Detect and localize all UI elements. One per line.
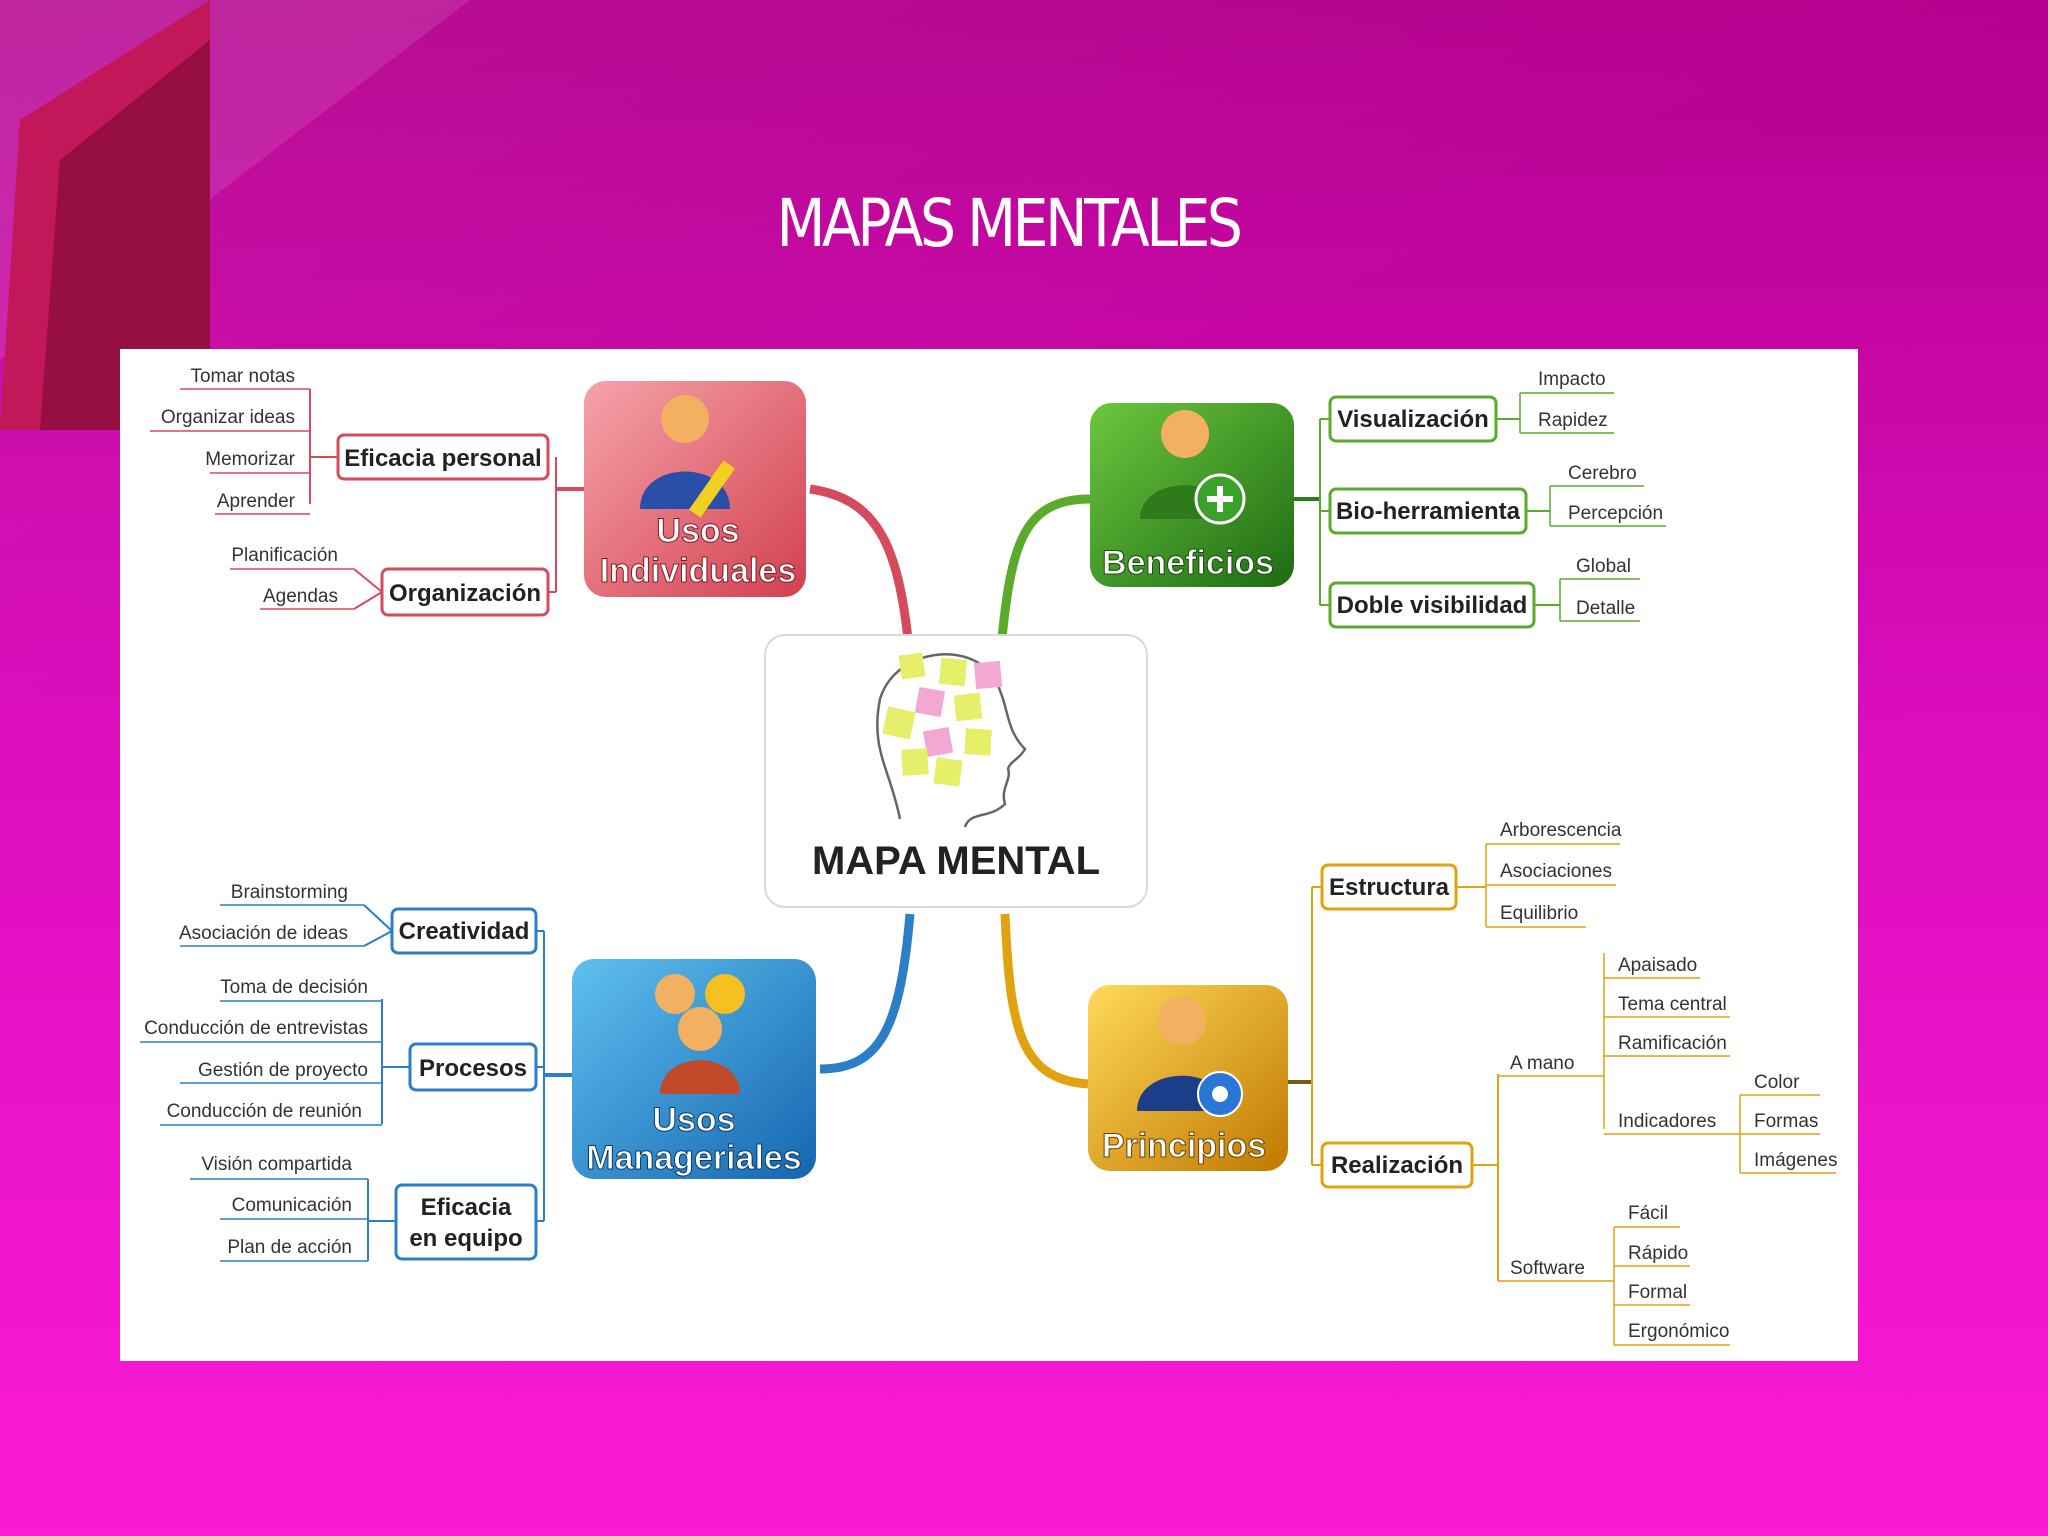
sub-branch-indicadores: Indicadores [1618, 1111, 1716, 1132]
leaf-item: Color [1754, 1072, 1800, 1093]
leaf-item: Equilibrio [1500, 903, 1578, 924]
leaf-item: Impacto [1538, 369, 1606, 390]
branch-eficacia-equipo-line2: en equipo [409, 1225, 522, 1252]
leaf-item: Percepción [1568, 503, 1663, 524]
branch-bio-herramienta-label: Bio-herramienta [1336, 498, 1521, 525]
category-principios-label: Principios [1102, 1127, 1266, 1165]
leaf-item: Planificación [231, 545, 338, 566]
leaf-item: Conducción de entrevistas [144, 1018, 368, 1039]
leaf-item: Organizar ideas [161, 407, 295, 428]
connector-managerial [819, 913, 915, 1074]
category-usos-individuales-line2: Individuales [600, 552, 797, 590]
mind-map-diagram: MAPA MENTAL Usos Individuales Eficacia p… [140, 366, 1837, 1346]
leaf-item: Plan de acción [227, 1237, 352, 1258]
leaf-item: Cerebro [1568, 463, 1637, 484]
leaf-item: Global [1576, 556, 1631, 577]
branch-doble-visibilidad-label: Doble visibilidad [1337, 592, 1528, 619]
leaf-item: Rápido [1628, 1243, 1688, 1264]
branch-realizacion-label: Realización [1331, 1152, 1463, 1179]
branch-organizacion-label: Organización [389, 580, 541, 607]
leaf-item: Conducción de reunión [167, 1101, 362, 1122]
leaf-item: Agendas [263, 586, 338, 607]
leaf-item: Arborescencia [1500, 820, 1622, 841]
leaf-item: Apaisado [1618, 955, 1697, 976]
user-pencil-icon [640, 395, 735, 518]
category-beneficios-label: Beneficios [1102, 544, 1274, 582]
center-label: MAPA MENTAL [812, 839, 1100, 883]
user-plus-icon [1140, 410, 1246, 525]
leaf-item: Brainstorming [231, 882, 348, 903]
leaf-item: Asociación de ideas [179, 923, 348, 944]
branch-procesos-label: Procesos [419, 1055, 527, 1082]
branch-visualizacion-label: Visualización [1337, 406, 1489, 433]
slide-title: MAPAS MENTALES [776, 185, 1242, 262]
leaf-item: Rapidez [1538, 410, 1608, 431]
leaf-item: Imágenes [1754, 1150, 1837, 1171]
category-usos-individuales-line1: Usos [656, 512, 739, 550]
leaf-item: Visión compartida [201, 1154, 352, 1175]
leaf-item: Formas [1754, 1111, 1818, 1132]
leaf-item: Ergonómico [1628, 1321, 1729, 1342]
branch-eficacia-personal-label: Eficacia personal [344, 445, 541, 472]
mind-map-panel: MAPA MENTAL Usos Individuales Eficacia p… [120, 349, 1858, 1361]
leaf-item: Tema central [1618, 994, 1727, 1015]
category-usos-manageriales-line1: Usos [652, 1101, 735, 1139]
leaf-item: Fácil [1628, 1203, 1668, 1224]
user-gear-icon [1137, 997, 1243, 1117]
head-icon [876, 652, 1027, 828]
branch-eficacia-equipo-line1: Eficacia [421, 1194, 512, 1221]
leaf-item: Comunicación [232, 1195, 352, 1216]
leaf-item: Memorizar [205, 449, 295, 470]
connector-individual [809, 484, 915, 660]
branch-creatividad-label: Creatividad [399, 918, 530, 945]
sub-branch-software: Software [1510, 1258, 1585, 1279]
leaf-item: Asociaciones [1500, 861, 1612, 882]
leaf-item: Ramificación [1618, 1033, 1727, 1054]
leaf-item: Toma de decisión [220, 977, 368, 998]
connector-beneficios [995, 494, 1091, 660]
leaf-item: Aprender [217, 491, 296, 512]
connector-principios [1000, 913, 1089, 1089]
category-usos-manageriales-line2: Manageriales [586, 1139, 801, 1177]
leaf-item: Formal [1628, 1282, 1687, 1303]
leaf-item: Tomar notas [190, 366, 295, 387]
branch-estructura-label: Estructura [1329, 874, 1450, 901]
group-icon [655, 974, 745, 1094]
leaf-item: Detalle [1576, 598, 1635, 619]
corner-decoration [0, 0, 210, 430]
sub-branch-a-mano: A mano [1510, 1053, 1574, 1074]
leaf-item: Gestión de proyecto [198, 1060, 368, 1081]
